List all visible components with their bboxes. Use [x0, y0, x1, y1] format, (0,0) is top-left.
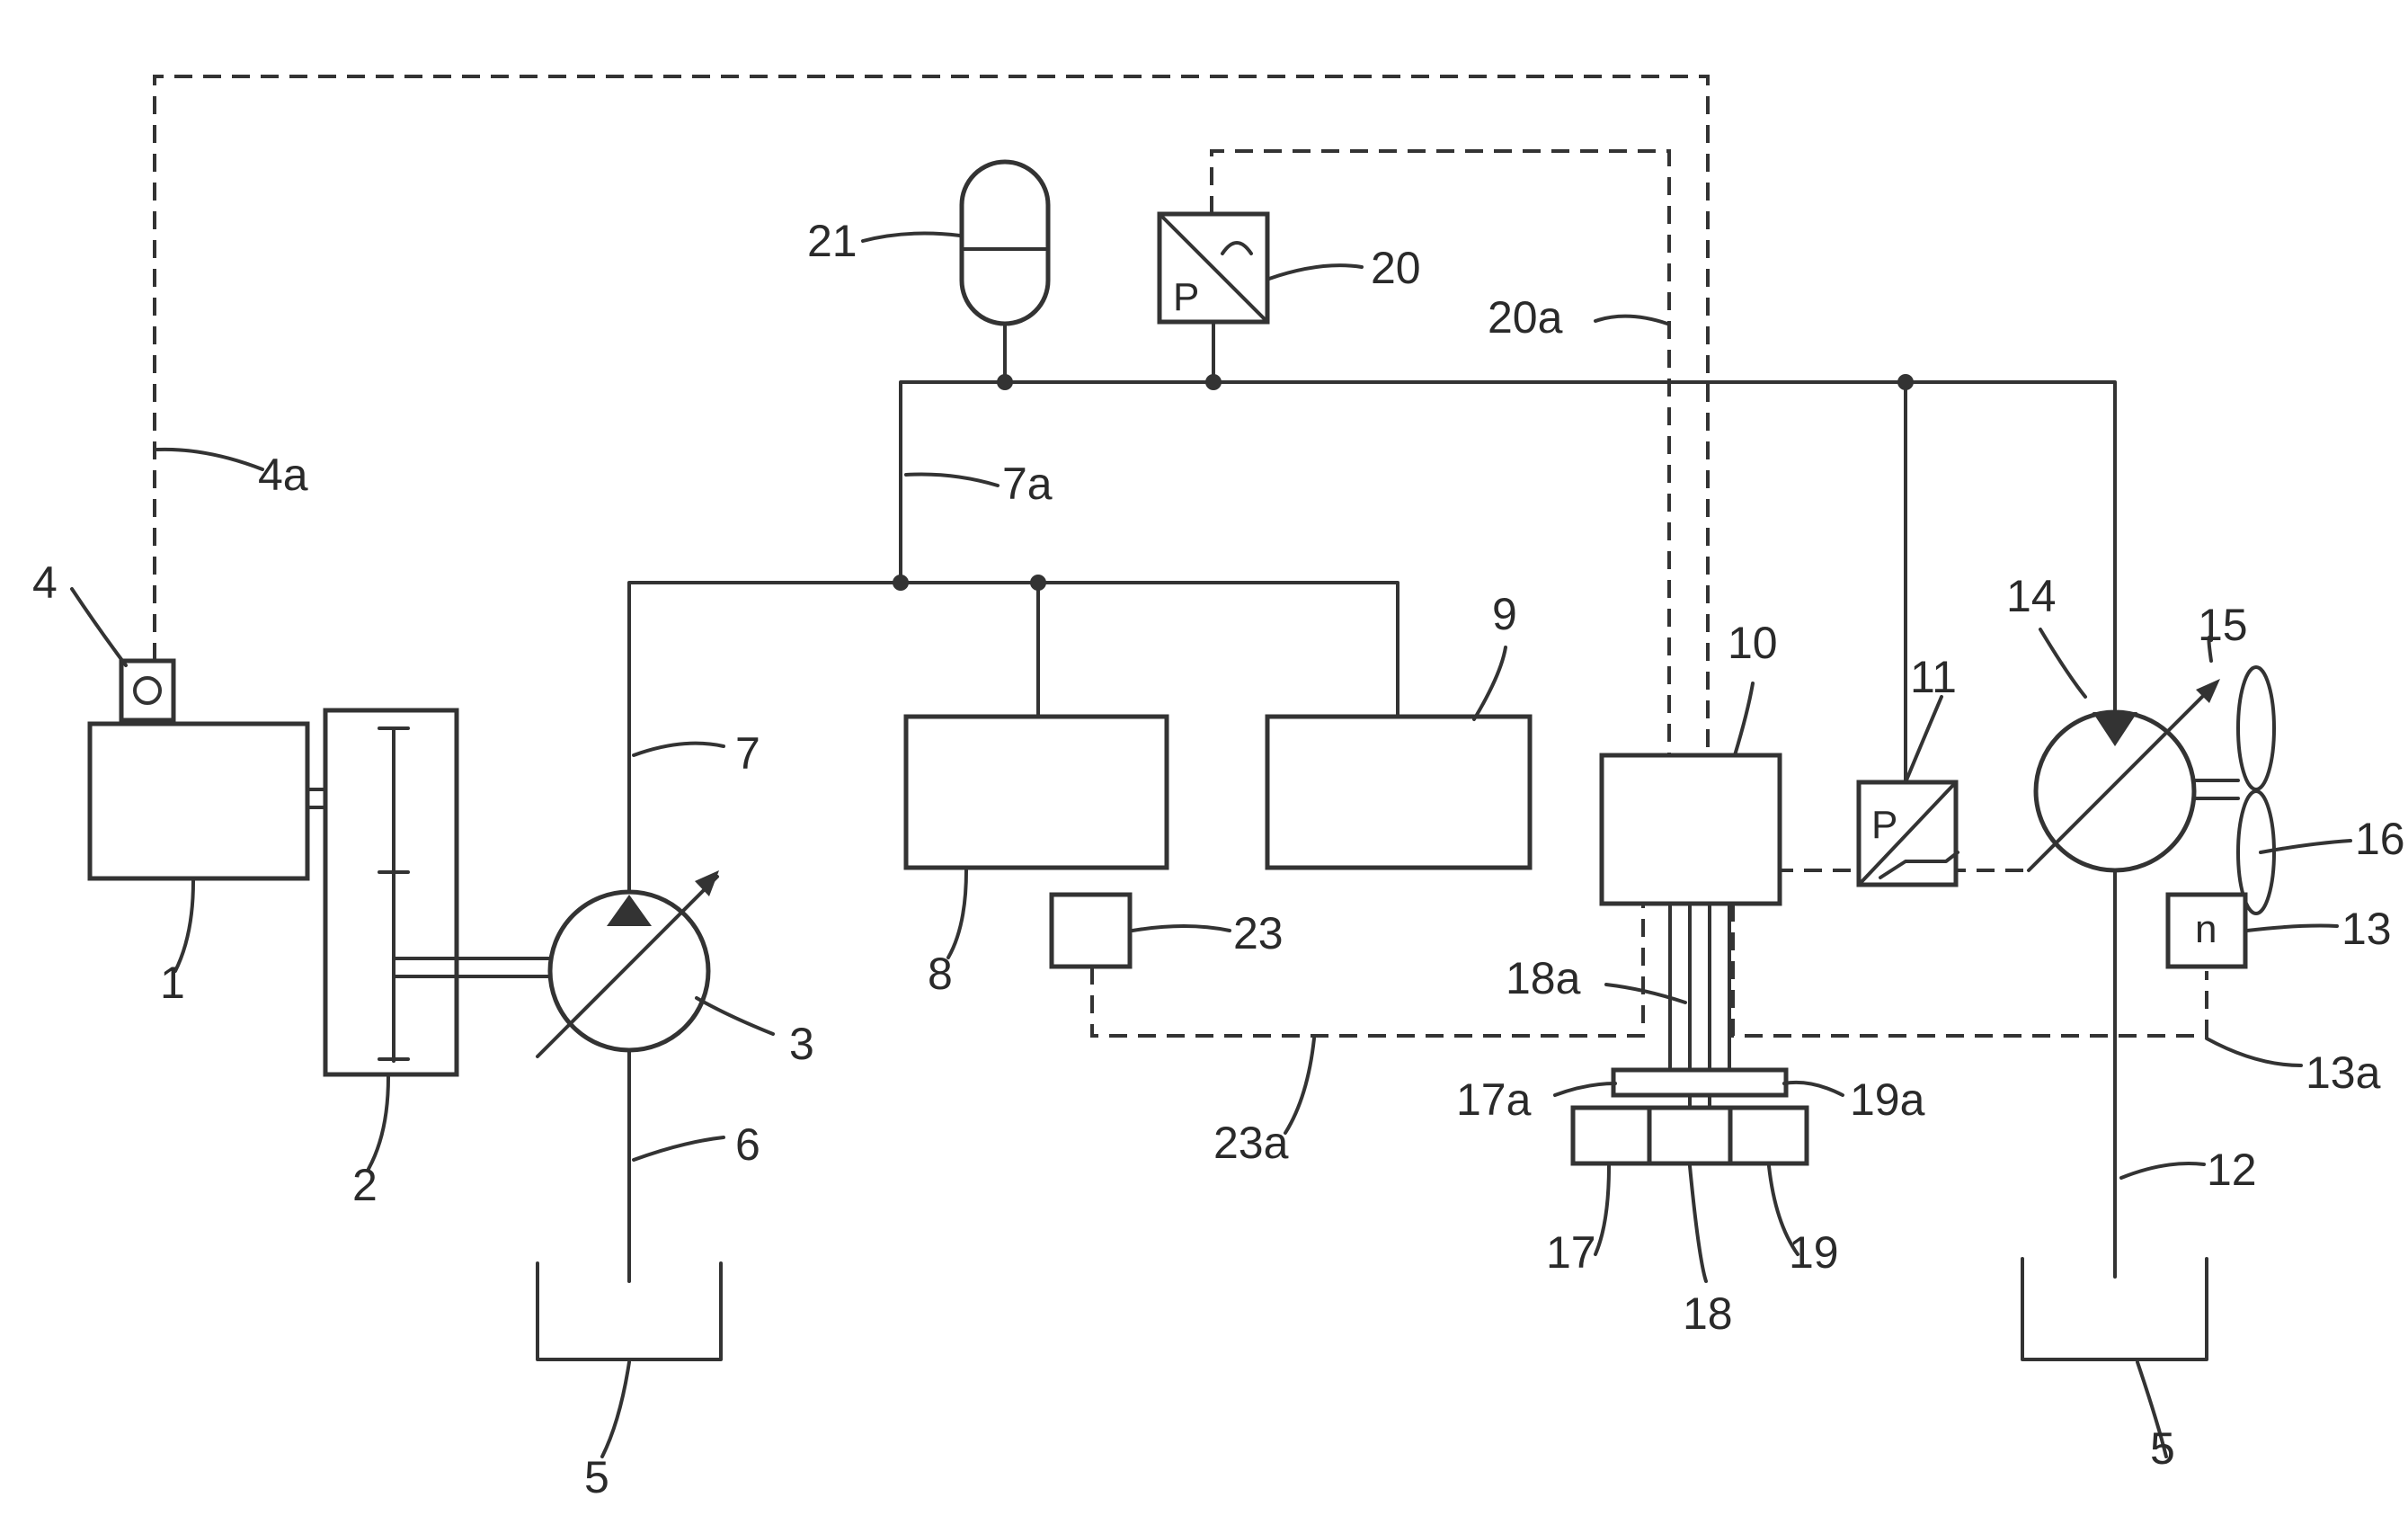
pressure-switch-11-p: P: [1871, 803, 1897, 847]
junction-node: [1205, 374, 1222, 390]
leader-3: [697, 998, 773, 1034]
leader-20a: [1595, 316, 1667, 324]
leader-21: [863, 234, 960, 241]
leader-13a: [2207, 1038, 2301, 1065]
label-19a: 19a: [1850, 1074, 1925, 1125]
label-19: 19: [1789, 1227, 1839, 1278]
consumer-8: [906, 717, 1167, 868]
label-8: 8: [928, 949, 953, 999]
leader-11: [1906, 697, 1942, 782]
junction-node: [1030, 575, 1046, 591]
label-13: 13: [2341, 904, 2392, 954]
pump-3-arrowhead: [695, 870, 719, 896]
label-11: 11: [1910, 652, 1957, 702]
control-line-4a: [155, 76, 1708, 755]
label-18: 18: [1683, 1288, 1733, 1339]
output-bar-17a-19a: [1613, 1070, 1786, 1095]
control-line-20a: [1212, 151, 1669, 755]
leader-6: [634, 1137, 724, 1160]
label-20a: 20a: [1488, 292, 1563, 343]
sensor-23: [1052, 895, 1130, 967]
label-12: 12: [2207, 1145, 2257, 1195]
leader-9: [1474, 647, 1506, 719]
label-1: 1: [160, 958, 185, 1008]
label-4a: 4a: [258, 450, 308, 500]
fan-16-blade-top: [2238, 667, 2274, 789]
leader-7a: [906, 475, 998, 486]
label-20: 20: [1371, 243, 1421, 293]
leader-17: [1595, 1166, 1609, 1254]
leader-19a: [1784, 1083, 1843, 1095]
label-17a: 17a: [1456, 1074, 1532, 1125]
label-23a: 23a: [1213, 1118, 1289, 1168]
label-16: 16: [2355, 814, 2405, 864]
label-5-left: 5: [584, 1452, 609, 1502]
leader-18: [1690, 1166, 1706, 1281]
leader-4a: [157, 450, 262, 469]
control-line-13a: [1733, 904, 2207, 1036]
leader-12: [2121, 1163, 2204, 1178]
pressure-sensor-20-p: P: [1173, 275, 1199, 319]
label-13a: 13a: [2306, 1047, 2381, 1098]
label-23: 23: [1233, 908, 1284, 958]
engine-1: [90, 724, 307, 878]
label-6: 6: [735, 1119, 760, 1170]
sensor-4: [121, 661, 173, 720]
leader-23: [1133, 926, 1230, 931]
label-9: 9: [1492, 589, 1517, 639]
output-17: [1573, 1108, 1649, 1163]
label-21: 21: [807, 216, 857, 266]
leader-10: [1735, 683, 1753, 755]
leader-5-left: [602, 1362, 629, 1457]
accumulator-21: [962, 162, 1048, 324]
label-18a: 18a: [1506, 953, 1581, 1003]
junction-node: [893, 575, 909, 591]
label-10: 10: [1728, 618, 1778, 668]
leader-18a: [1606, 985, 1685, 1003]
junction-node: [1897, 374, 1914, 390]
leader-8: [948, 870, 966, 958]
gearbox-2: [325, 710, 457, 1074]
leader-7: [634, 744, 724, 755]
label-7: 7: [735, 728, 760, 779]
label-15: 15: [2198, 600, 2248, 650]
label-7a: 7a: [1002, 459, 1053, 509]
label-4: 4: [32, 557, 58, 608]
label-5-right: 5: [2150, 1423, 2175, 1474]
output-19: [1730, 1108, 1807, 1163]
speed-sensor-13-n: n: [2195, 907, 2217, 951]
leader-17a: [1555, 1083, 1615, 1095]
leader-23a: [1285, 1038, 1314, 1133]
output-18: [1649, 1108, 1730, 1163]
leader-20: [1269, 265, 1362, 279]
leader-13: [2247, 926, 2337, 931]
leader-4: [72, 589, 126, 665]
leader-2: [369, 1077, 388, 1169]
label-14: 14: [2006, 571, 2057, 621]
label-2: 2: [352, 1160, 378, 1210]
label-3: 3: [789, 1019, 814, 1069]
consumer-9: [1267, 717, 1530, 868]
junction-node: [997, 374, 1013, 390]
controller-10: [1602, 755, 1780, 904]
label-17: 17: [1546, 1227, 1596, 1278]
leader-14: [2040, 629, 2085, 697]
